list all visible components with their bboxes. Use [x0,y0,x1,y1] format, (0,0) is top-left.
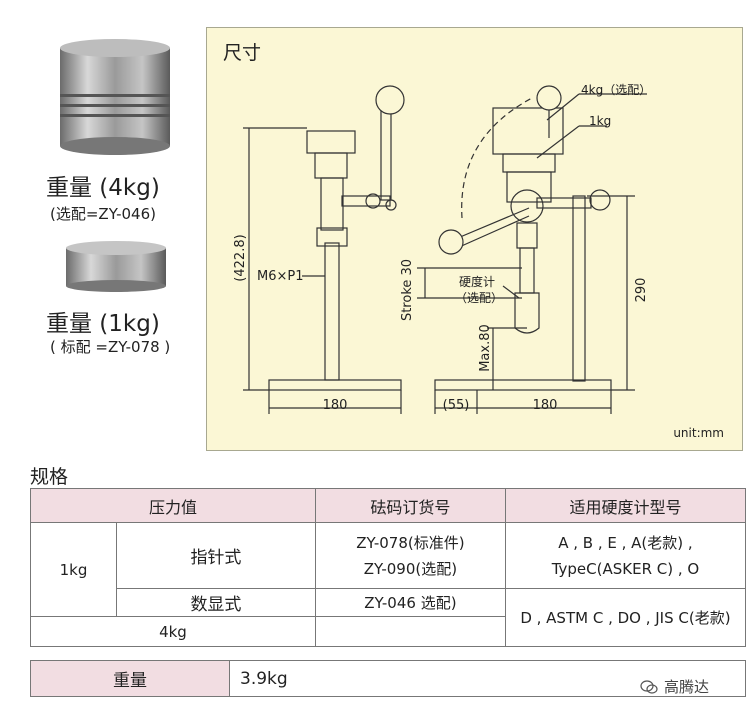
cell-order-digital: ZY-046 选配) [314,588,506,617]
cell-model-2: D , ASTM C , DO , JIS C(老款) [504,588,747,647]
weight-1kg-sub: ( 标配 =ZY-078 ) [50,338,171,356]
cell-type-dial: 指针式 [116,522,316,589]
weight4-callout: 4kg（选配） [581,83,651,97]
technical-drawing: (422.8) M6×P1 180 4kg（选配） 1kg 硬度计 （选配） S… [233,83,651,414]
header-order: 砝码订货号 [314,488,506,523]
weight-4kg-label: 重量 (4kg) [46,175,160,201]
offset-label: (55) [443,398,470,413]
weight-table: 重量 3.9kg [30,660,746,697]
left-height-label: (422.8) [233,234,248,281]
order-dial-1: ZY-078(标准件) [356,533,465,552]
cell-pressure-4kg: 4kg [30,616,316,647]
left-width-label: 180 [323,398,348,413]
weight-4kg-image [60,39,170,155]
watermark: 高腾达 [640,676,709,697]
watermark-text: 高腾达 [664,678,710,696]
dimension-drawing-panel: 尺寸 [206,27,743,451]
weight-row-value: 3.9kg [229,660,746,697]
right-width-label: 180 [533,398,558,413]
weight-4kg-sub: (选配=ZY-046) [50,205,156,223]
max-label: Max.80 [478,324,493,372]
weight1-callout: 1kg [589,114,611,128]
stroke-label: Stroke 30 [400,259,415,321]
model-1-line1: A , B , E , A(老款) , [558,533,693,552]
spec-table: 压力值 砝码订货号 适用硬度计型号 1kg 指针式 ZY-078(标准件) ZY… [30,488,747,647]
header-model: 适用硬度计型号 [504,488,747,523]
cell-pressure-1kg: 1kg [30,522,117,617]
right-height-label: 290 [634,278,649,303]
thread-label: M6×P1 [257,269,304,284]
weight-1kg-label: 重量 (1kg) [46,311,160,337]
header-pressure: 压力值 [30,488,316,523]
cell-type-digital: 数显式 [116,588,316,617]
unit-label: unit:mm [673,426,724,440]
weight-1kg-image [66,241,166,292]
cell-order-empty [314,616,506,647]
gauge-callout-line1: 硬度计 [459,274,495,289]
wechat-icon [640,679,658,694]
spec-title: 规格 [30,466,69,488]
gauge-callout-line2: （选配） [455,291,503,305]
panel-title: 尺寸 [223,42,262,64]
weight-row-label: 重量 [30,660,230,697]
cell-model-1: A , B , E , A(老款) , TypeC(ASKER C) , O [504,522,747,589]
cell-order-dial: ZY-078(标准件) ZY-090(选配) [314,522,506,589]
model-1-line2: TypeC(ASKER C) , O [551,559,700,578]
order-dial-2: ZY-090(选配) [363,559,458,578]
